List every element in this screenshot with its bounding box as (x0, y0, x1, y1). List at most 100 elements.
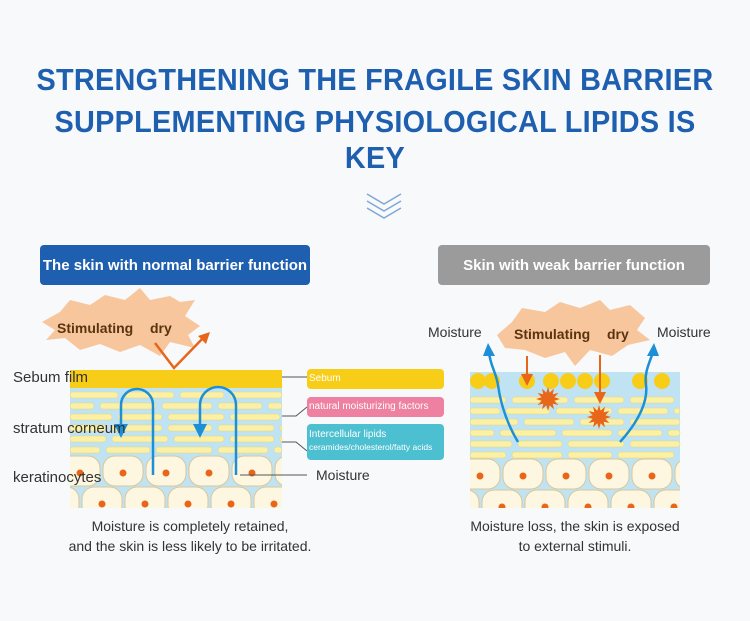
cell-nucleus (605, 472, 613, 480)
dry-label: dry (607, 326, 629, 342)
keratinocyte-cell (417, 459, 457, 489)
corneocyte-bar (629, 440, 681, 448)
reflected-arrow (154, 335, 206, 370)
corneocyte-bar (499, 429, 557, 437)
cell-nucleus (562, 472, 570, 480)
corneocyte-bar (523, 418, 575, 426)
cell-nucleus (119, 469, 127, 477)
keratinocyte-cell (124, 486, 166, 508)
keratinocyte-cell (81, 486, 123, 508)
keratinocyte-cell (567, 489, 609, 508)
keratinocyte-cell (167, 486, 209, 508)
corneocyte-bar (469, 429, 495, 437)
corneocyte-bar (673, 407, 681, 415)
sebum-droplet (560, 373, 576, 389)
keratinocyte-cell (674, 460, 680, 488)
corneocyte-bar (567, 440, 625, 448)
cell-nucleus (498, 503, 506, 508)
corneocyte-bar (229, 435, 275, 443)
cell-nucleus (714, 504, 721, 511)
sebum-film-label: Sebum film (13, 369, 89, 386)
stimulus-burst (497, 300, 650, 366)
corneocyte-bar (517, 440, 563, 448)
corneocyte-bar (69, 402, 95, 410)
corneocyte-bar (617, 451, 675, 459)
cell-nucleus (141, 500, 149, 508)
keratinocyte-cell (210, 486, 252, 508)
moisture-arrow-2 (198, 385, 238, 475)
cell-nucleus (162, 469, 170, 477)
cell-nucleus (184, 500, 192, 508)
cell-nucleus (270, 500, 278, 508)
sebum-droplet (470, 373, 486, 389)
corneocyte-bar (69, 413, 113, 421)
nmf-callout: natural moisturizing factors (307, 397, 444, 417)
normal-barrier-header: The skin with normal barrier function (40, 245, 310, 285)
corneocyte-bar (217, 446, 269, 454)
cell-nucleus (670, 503, 678, 508)
corneocyte-bar (167, 413, 225, 421)
cell-nucleus (648, 472, 656, 480)
sebum-droplet (632, 373, 648, 389)
irritation-burst-icon (536, 387, 560, 411)
corneocyte-bar (105, 446, 151, 454)
keratinocyte-cell (470, 458, 501, 490)
weak-barrier-header: Skin with weak barrier function (438, 245, 710, 285)
moisture-right-label: Moisture (657, 324, 711, 340)
sebum-callout: Sebum (307, 369, 444, 389)
cell-nucleus (434, 473, 441, 480)
corneocyte-bar (229, 391, 283, 399)
caption-line-1: Moisture loss, the skin is exposed (470, 518, 680, 534)
corneocyte-bar (561, 429, 613, 437)
moisture-arrow-1 (119, 387, 155, 475)
cell-nucleus (456, 504, 463, 511)
corneocyte-bar (567, 451, 613, 459)
corneocyte-bar (69, 435, 107, 443)
sebum-film-layer (70, 370, 282, 388)
keratinocyte-cell (481, 489, 523, 508)
corneocyte-bar (629, 418, 681, 426)
title-line-1: STRENGTHENING THE FRAGILE SKIN BARRIER (36, 62, 714, 97)
cell-nucleus (519, 472, 527, 480)
keratinocyte-cell (610, 489, 652, 508)
corneocyte-bar (273, 446, 283, 454)
keratinocyte-cell (653, 489, 680, 508)
corneocyte-bar (155, 446, 213, 454)
cell-nucleus (541, 503, 549, 508)
moisture-left-label: Moisture (428, 324, 482, 340)
corneocyte-bar (279, 424, 283, 432)
corneocyte-bar (279, 435, 283, 443)
corneocyte-bar (229, 413, 281, 421)
caption-line-2: and the skin is less likely to be irrita… (68, 538, 312, 554)
lipids-callout: Intercellular lipids ceramides/cholester… (307, 424, 444, 460)
corneocyte-bar (69, 446, 101, 454)
corneocyte-bar (629, 396, 675, 404)
corneocyte-bar (505, 407, 551, 415)
sebum-droplet (577, 373, 593, 389)
cell-nucleus (205, 469, 213, 477)
cell-nucleus (584, 503, 592, 508)
keratinocyte-cell (274, 456, 282, 486)
sebum-droplet (594, 373, 610, 389)
corneocyte-bar (469, 440, 513, 448)
stratum-corneum-label: stratum corneum (13, 420, 126, 437)
title-line-2: SUPPLEMENTING PHYSIOLOGICAL LIPIDS IS KE… (54, 104, 696, 175)
cell-nucleus (98, 500, 106, 508)
chevron-down-icon (366, 193, 402, 219)
keratinocyte-cell (70, 486, 80, 508)
moisture-callout: Moisture (316, 467, 370, 483)
moisture-escape-arrow-1 (487, 351, 520, 443)
keratinocyte-cell (524, 489, 566, 508)
cell-nucleus (627, 503, 635, 508)
corneocyte-bar (469, 418, 519, 426)
corneocyte-bar (99, 402, 157, 410)
caption-line-2: to external stimuli. (518, 538, 632, 554)
caption-line-1: Moisture is completely retained, (91, 518, 289, 534)
sebum-droplet (543, 373, 559, 389)
corneocyte-bar (69, 424, 107, 432)
weak-caption: Moisture loss, the skin is exposed to ex… (430, 516, 720, 556)
corneocyte-bar (667, 429, 681, 437)
stimulus-burst (42, 288, 200, 356)
